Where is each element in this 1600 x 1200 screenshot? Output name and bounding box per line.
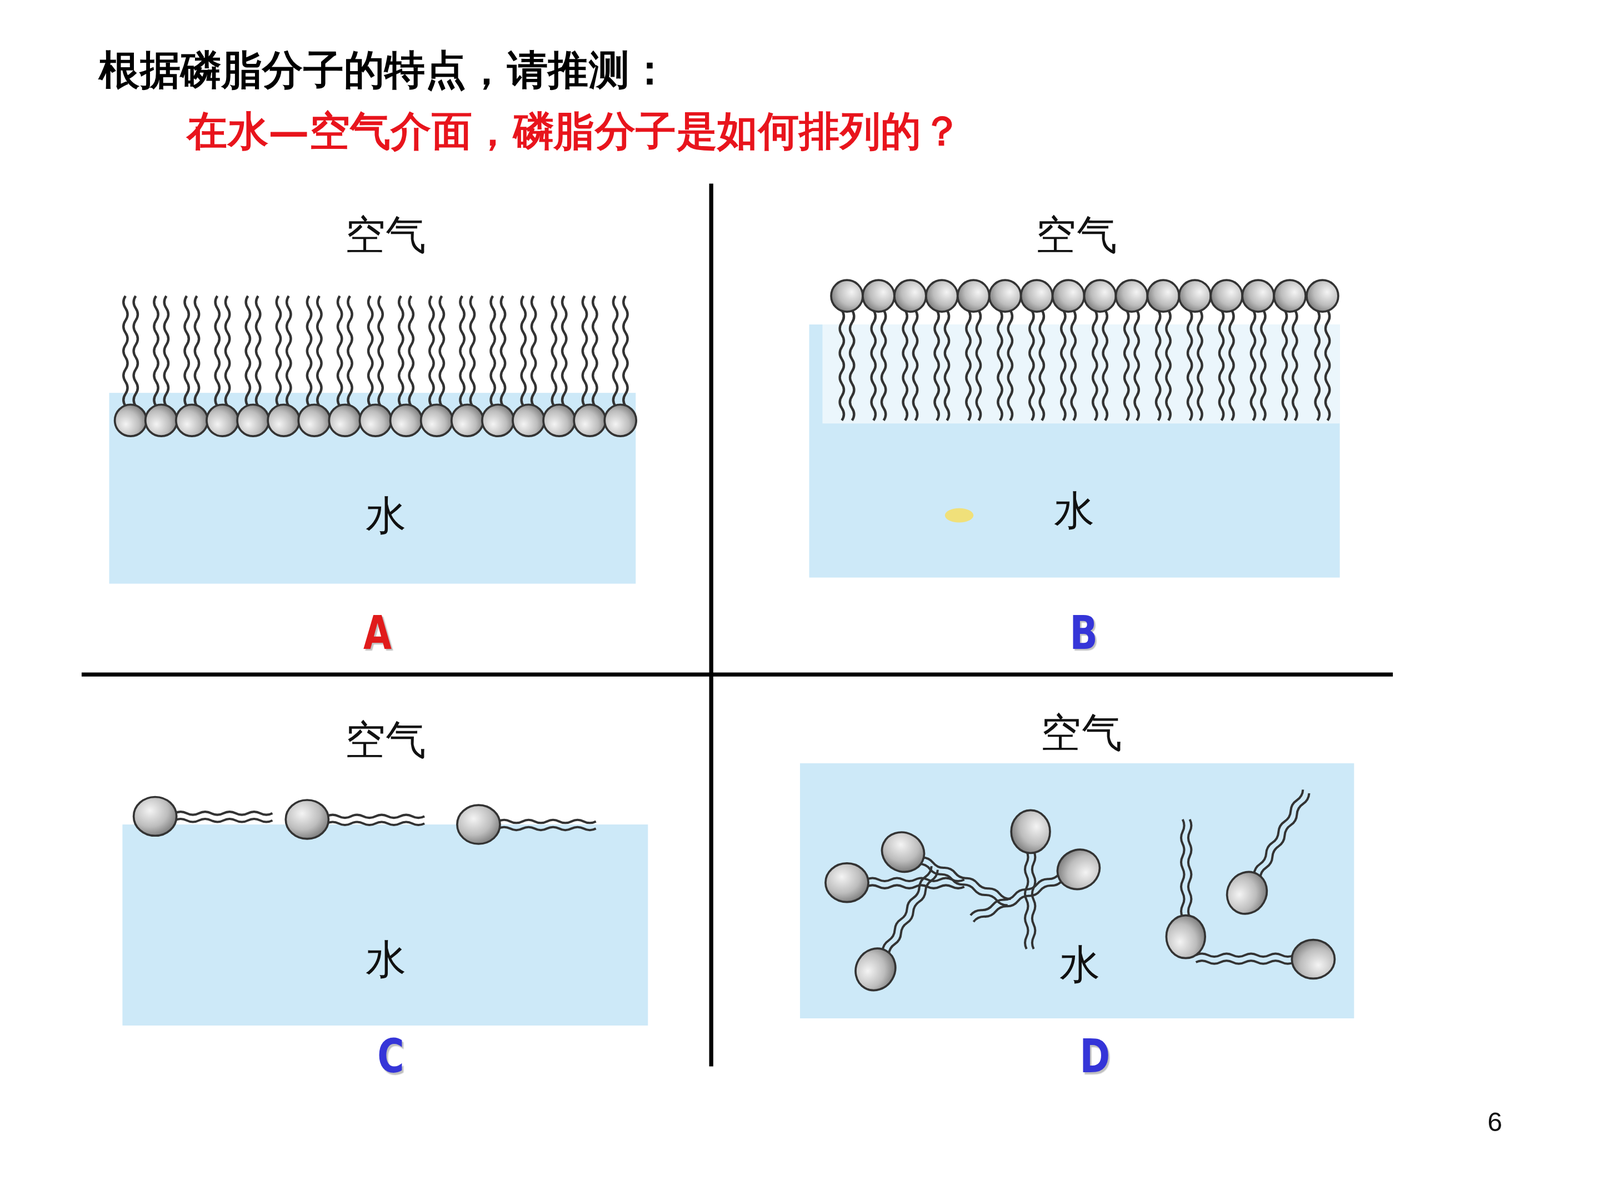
water-region: 水 (122, 824, 648, 1026)
option-letter: A (363, 606, 392, 659)
option-letter: B (1069, 606, 1098, 659)
divider-line (81, 672, 1393, 677)
air-label: 空气 (1035, 212, 1118, 258)
water-label: 水 (365, 936, 407, 982)
lipid-monolayer-b (822, 280, 1340, 523)
lipid-random-d (825, 781, 1335, 998)
air-label: 空气 (345, 717, 427, 763)
lipid-flat-c (133, 796, 597, 844)
lipid-monolayer-a (115, 296, 637, 437)
water-label: 水 (365, 492, 407, 538)
slide-title: 根据磷脂分子的特点，请推测： (98, 46, 671, 92)
option-letter: C (377, 1030, 404, 1083)
air-label: 空气 (1040, 710, 1123, 755)
page-number: 6 (1487, 1107, 1503, 1138)
option-letter: D (1079, 1030, 1110, 1083)
water-label: 水 (1053, 487, 1095, 533)
question-text: 在水—空气介面，磷脂分子是如何排列的？ (186, 108, 963, 154)
divider-line (709, 183, 714, 1067)
air-label: 空气 (345, 212, 427, 258)
water-label: 水 (1059, 941, 1100, 987)
